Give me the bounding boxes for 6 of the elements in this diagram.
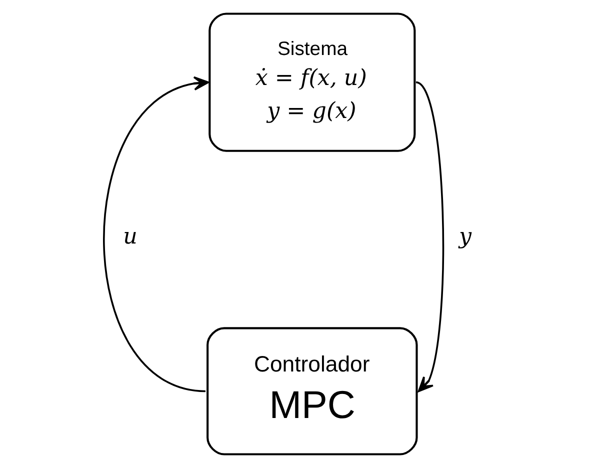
node-box: Controlador MPC xyxy=(206,327,418,456)
arrow xyxy=(102,76,209,392)
edge-label: u xyxy=(122,223,137,250)
edge-label: y xyxy=(458,223,472,250)
node-box: Sistema ẋ = f(x, u) y = g(x) xyxy=(208,12,416,152)
arrow xyxy=(415,82,444,392)
